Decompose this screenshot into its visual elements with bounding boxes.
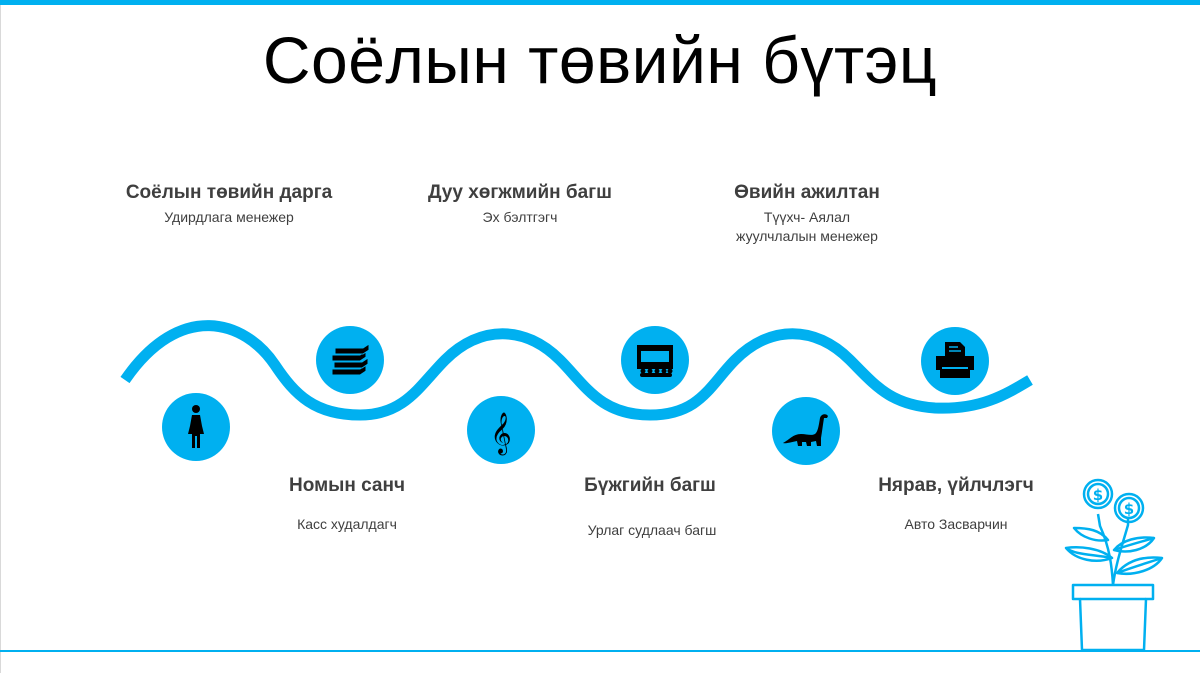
role-title: Дуу хөгжмийн багш xyxy=(428,182,612,203)
role-title: Өвийн ажилтан xyxy=(734,182,880,203)
treble-clef-icon: 𝄞 xyxy=(466,395,536,465)
role-subtitle: Эх бэлтгэгч xyxy=(482,209,558,225)
top-accent-bar xyxy=(0,0,1200,5)
printer-icon xyxy=(920,326,990,396)
theater-stage-icon xyxy=(620,325,690,395)
role-title: Номын санч xyxy=(289,475,405,496)
role-subtitle: Түүхч- Аялал жуулчлалын менежер xyxy=(736,209,878,244)
role-subtitle: Удирдлага менежер xyxy=(164,209,294,225)
svg-text:$: $ xyxy=(1124,500,1134,518)
slide-title: Соёлын төвийн бүтэц xyxy=(262,23,938,97)
role-card-director: Соёлын төвийн дарга Удирдлага менежер xyxy=(79,182,379,227)
slide-left-edge xyxy=(0,5,1,673)
role-subtitle: Урлаг судлаач багш xyxy=(587,522,717,538)
role-title: Нярав, үйлчлэгч xyxy=(878,475,1034,496)
role-card-heritage-staff: Өвийн ажилтан Түүхч- Аялал жуулчлалын ме… xyxy=(657,182,957,246)
role-card-music-teacher: Дуу хөгжмийн багш Эх бэлтгэгч xyxy=(370,182,670,227)
role-title: Бүжгийн багш xyxy=(584,475,716,496)
money-plant-icon: $ $ xyxy=(1064,478,1164,652)
role-card-dance-teacher: Бүжгийн багш Урлаг судлаач багш xyxy=(500,475,800,540)
woman-icon xyxy=(161,392,231,462)
svg-text:𝄞: 𝄞 xyxy=(490,412,511,455)
svg-text:$: $ xyxy=(1093,486,1103,504)
role-subtitle: Касс худалдагч xyxy=(297,516,397,532)
role-card-storekeeper: Нярав, үйлчлэгч Авто Засварчин xyxy=(806,475,1106,534)
role-card-librarian: Номын санч Касс худалдагч xyxy=(197,475,497,534)
bottom-accent-line xyxy=(0,650,1200,652)
role-title: Соёлын төвийн дарга xyxy=(125,182,333,203)
role-subtitle: Авто Засварчин xyxy=(904,516,1008,532)
dinosaur-icon xyxy=(771,396,841,466)
books-icon xyxy=(315,325,385,395)
